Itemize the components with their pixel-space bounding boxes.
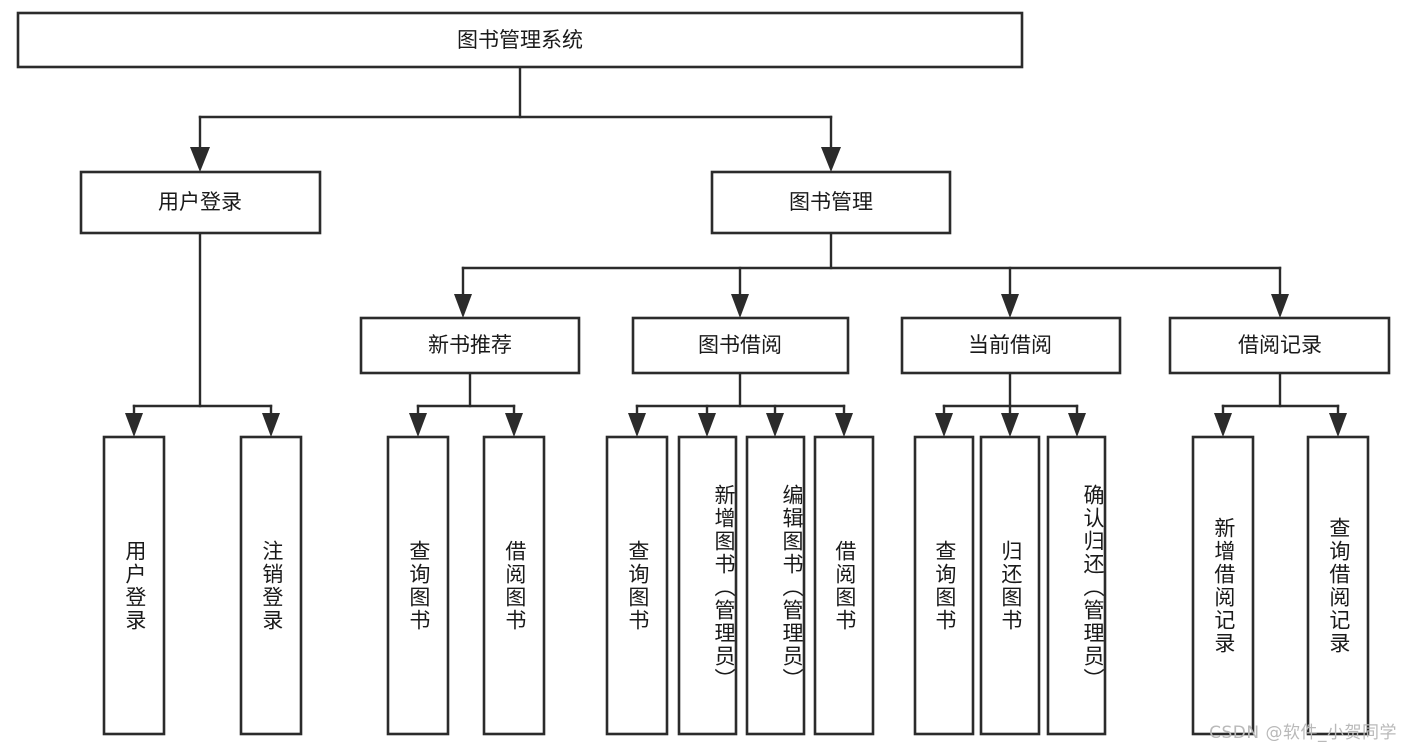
arrow-br-to-query-icon [1329, 413, 1347, 437]
node-leaf-add-book-box[interactable] [677, 435, 738, 736]
arrow-bm-to-borrow-record-icon [1271, 294, 1289, 318]
node-leaf-return-book-box[interactable] [979, 435, 1041, 736]
arrow-ul-to-leaf-logout-icon [262, 413, 280, 437]
edge-group-book-borrow [628, 371, 853, 437]
arrow-root-to-book-manage-icon [821, 147, 841, 172]
node-leaf-query-book-1-box[interactable] [386, 435, 450, 736]
node-book-manage-label: 图书管理 [789, 190, 873, 214]
arrow-root-to-user-login-icon [190, 147, 210, 172]
node-current-borrow-label: 当前借阅 [968, 333, 1052, 357]
node-borrow-record[interactable]: 借阅记录 [1168, 316, 1391, 375]
node-root-box[interactable] [16, 11, 1024, 69]
arrow-bm-to-current-borrow-icon [1001, 294, 1019, 318]
arrow-cb-to-return-icon [1001, 413, 1019, 437]
leaf-box-group [102, 435, 1370, 736]
node-leaf-query-record-box[interactable] [1306, 435, 1370, 736]
edge-group-user-login [125, 231, 280, 437]
arrow-cb-to-query-icon [935, 413, 953, 437]
edge-group-book-manage [454, 231, 1289, 318]
node-borrow-record-label: 借阅记录 [1238, 333, 1322, 357]
node-leaf-borrow-book-1-box[interactable] [482, 435, 546, 736]
node-leaf-user-login-box[interactable] [102, 435, 166, 736]
node-leaf-confirm-return-box[interactable] [1046, 435, 1107, 736]
arrow-ul-to-leaf-login-icon [125, 413, 143, 437]
arrow-bm-to-new-book-rec-icon [454, 294, 472, 318]
arrow-bb-to-borrow-icon [835, 413, 853, 437]
arrow-nbr-to-borrow-icon [505, 413, 523, 437]
node-leaf-edit-book-box[interactable] [745, 435, 806, 736]
node-book-manage[interactable]: 图书管理 [710, 170, 952, 235]
node-leaf-add-record-box[interactable] [1191, 435, 1255, 736]
node-user-login-box[interactable] [79, 170, 322, 235]
arrow-br-to-add-icon [1214, 413, 1232, 437]
node-root[interactable]: 图书管理系统 [16, 11, 1024, 69]
node-leaf-user-logout-box[interactable] [239, 435, 303, 736]
node-book-borrow-box[interactable] [631, 316, 850, 375]
node-leaf-query-book-2-box[interactable] [605, 435, 669, 736]
node-new-book-rec-box[interactable] [359, 316, 581, 375]
arrow-nbr-to-query-icon [409, 413, 427, 437]
node-new-book-rec-label: 新书推荐 [428, 333, 512, 357]
arrow-bm-to-book-borrow-icon [731, 294, 749, 318]
node-borrow-record-box[interactable] [1168, 316, 1391, 375]
node-current-borrow[interactable]: 当前借阅 [900, 316, 1122, 375]
node-leaf-borrow-book-2-box[interactable] [813, 435, 875, 736]
arrow-cb-to-confirm-icon [1068, 413, 1086, 437]
edge-group-new-book-rec [409, 371, 523, 437]
node-leaf-query-book-3-box[interactable] [913, 435, 975, 736]
edge-group-borrow-record [1214, 371, 1347, 437]
node-book-manage-box[interactable] [710, 170, 952, 235]
csdn-watermark: CSDN @软件_小贺同学 [1209, 723, 1397, 743]
node-book-borrow[interactable]: 图书借阅 [631, 316, 850, 375]
arrow-bb-to-add-icon [698, 413, 716, 437]
edge-group-root [190, 65, 841, 172]
arrow-bb-to-edit-icon [766, 413, 784, 437]
node-current-borrow-box[interactable] [900, 316, 1122, 375]
node-book-borrow-label: 图书借阅 [698, 333, 782, 357]
edge-group-current-borrow [935, 371, 1086, 437]
node-root-label: 图书管理系统 [457, 28, 583, 52]
node-user-login-label: 用户登录 [158, 190, 242, 214]
arrow-bb-to-query-icon [628, 413, 646, 437]
node-new-book-rec[interactable]: 新书推荐 [359, 316, 581, 375]
node-user-login[interactable]: 用户登录 [79, 170, 322, 235]
